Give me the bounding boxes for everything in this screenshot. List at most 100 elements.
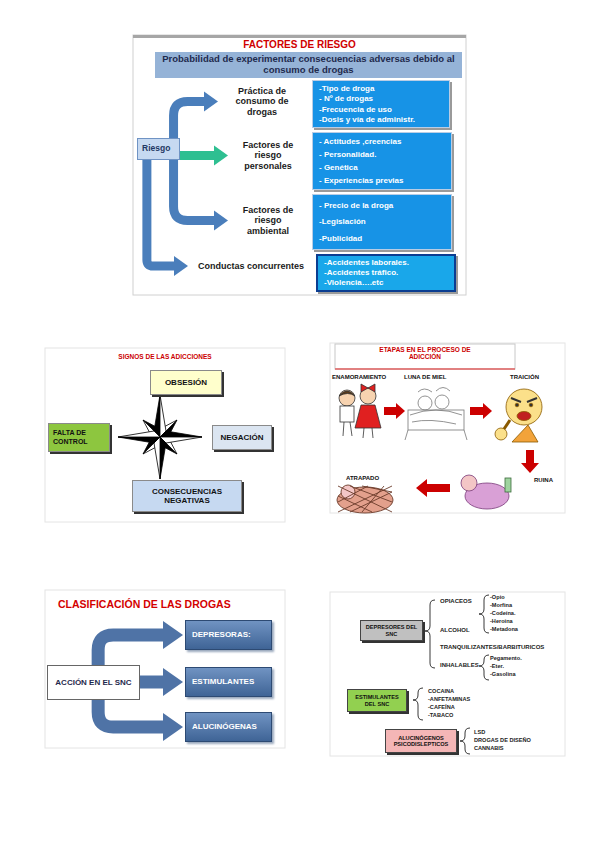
text-label: -Opio <box>490 594 580 600</box>
bottle <box>505 478 511 492</box>
person-head <box>435 395 449 409</box>
node-text: -Dosis y vía de administr. <box>319 115 443 124</box>
curly-brace <box>413 688 423 720</box>
kid-leg <box>372 428 373 438</box>
stage-arrow <box>416 479 450 497</box>
node-text: -Publicidad <box>319 234 445 243</box>
text-label: -Codeína. <box>490 610 580 616</box>
text-label: DROGAS DE DISEÑO <box>474 737 564 743</box>
sign-box: OBSESIÓN <box>150 370 222 395</box>
text-label: TRANQUILIZANTES/BARBITURICOS <box>440 644 560 651</box>
betrayal-illustration <box>495 389 542 442</box>
node-text: - Nº de drogas <box>319 94 443 103</box>
node-text: - Actitudes ,creencias <box>319 137 445 146</box>
panel-frame <box>330 343 565 513</box>
compass-point <box>118 437 160 443</box>
node-text: -Accidentes tráfico. <box>324 268 448 277</box>
category-text: Factores de riesgo ambiental <box>230 205 306 236</box>
text-label: -Gasolina <box>490 671 580 677</box>
node-text: - Precio de la droga <box>319 201 445 210</box>
angry-mouth <box>517 412 531 421</box>
arrow-head <box>163 713 183 741</box>
node-text: ALUCINÓGENOS PSICODISLEPTICOS <box>388 735 454 748</box>
stage-arrow <box>470 403 492 419</box>
compass-point <box>160 437 202 443</box>
net-lines <box>338 486 392 512</box>
header-band: Probabilidad de experimentar consecuenci… <box>155 52 462 78</box>
factor-list-box: - Precio de la droga -Legislación -Publici… <box>312 194 452 250</box>
kid-hair <box>339 391 355 396</box>
arrow-shaft <box>147 160 175 266</box>
arrow-head <box>214 146 228 166</box>
compass-point <box>154 437 160 479</box>
arrow-shaft <box>140 676 164 689</box>
panel-title: FACTORES DE RIESGO <box>133 39 466 51</box>
node-text: ESTIMULANTES <box>192 677 265 686</box>
text-label: CANNABIS <box>474 745 564 751</box>
text-label: ALCOHOL <box>440 627 530 634</box>
arrow-head <box>214 211 228 231</box>
flow-arrow <box>174 92 218 138</box>
panel-frame <box>133 35 466 295</box>
fist <box>495 428 507 440</box>
node-text: Factores de riesgo ambiental <box>233 205 303 236</box>
text-label: -Morfina <box>490 602 580 608</box>
text-label: SIGNOS DE LAS ADICCIONES <box>100 353 230 360</box>
node-text: NEGACIÓN <box>216 433 268 442</box>
node-text: -Legislación <box>319 217 445 226</box>
stage-arrow <box>521 450 539 473</box>
slumped-head <box>461 475 477 491</box>
text-label: -TABACO <box>428 712 518 718</box>
text-label: OPIACEOS <box>440 598 485 605</box>
angry-eye <box>515 403 519 407</box>
flow-arrow <box>174 160 228 231</box>
text-label: TRAICIÓN <box>510 374 560 381</box>
curly-brace <box>479 655 489 680</box>
honeymoon-illustration <box>405 388 467 441</box>
angry-eye <box>529 403 533 407</box>
risk-box: Riesgo <box>137 138 180 160</box>
compass-point <box>160 395 166 437</box>
kid-body <box>340 406 354 422</box>
kid-dress <box>355 405 381 428</box>
text-label: -Eter. <box>490 663 580 669</box>
arrow-shaft <box>98 700 164 727</box>
text-label: LSD <box>474 729 564 735</box>
compass-rose <box>118 395 202 479</box>
sketch-lines <box>412 388 456 425</box>
text-label: -CAFEÍNA <box>428 704 518 710</box>
text-label: -Metadona <box>490 626 580 632</box>
node-text: Factores de riesgo personales <box>233 140 303 171</box>
text-label: -ANFETAMINAS <box>428 696 518 702</box>
panel-frame <box>45 590 285 748</box>
kid-leg <box>343 422 344 436</box>
panel-frame <box>45 348 285 522</box>
text-label: COCAINA <box>428 688 518 694</box>
panel-frame <box>330 592 565 756</box>
text-label: ENAMORAMIENTO <box>332 374 392 381</box>
node-text: DEPRESORES DEL SNC <box>363 624 420 637</box>
node-text: -Frecuencia de uso <box>319 105 443 114</box>
arrow-head <box>163 621 183 649</box>
category-text: Conductas concurrentes <box>190 258 312 274</box>
node-text: - Experiencias previas <box>319 176 445 185</box>
node-text: DEPRESORAS: <box>192 630 265 639</box>
arrow-head <box>174 256 188 276</box>
trapped-illustration <box>337 485 393 513</box>
node-text: Probabilidad de experimentar consecuenci… <box>161 54 456 76</box>
curly-brace <box>425 600 435 668</box>
node-text: OBSESIÓN <box>154 378 218 387</box>
node-text: - Genética <box>319 163 445 172</box>
node-text: - Personalidad. <box>319 150 445 159</box>
panel-frames <box>45 35 565 756</box>
node-text: CONSECUENCIAS NEGATIVAS <box>136 487 238 505</box>
class-box: ESTIMULANTES <box>185 667 272 697</box>
kids-illustration <box>339 384 381 438</box>
curly-brace <box>460 728 470 754</box>
flow-arrow <box>98 621 183 665</box>
text-label: ETAPAS EN EL PROCESO DE ADICCIÓN <box>365 346 485 361</box>
bed-lines <box>405 410 467 440</box>
node-text: -Tipo de droga <box>319 84 443 93</box>
node-text: -Accidentes laborales. <box>324 258 448 267</box>
